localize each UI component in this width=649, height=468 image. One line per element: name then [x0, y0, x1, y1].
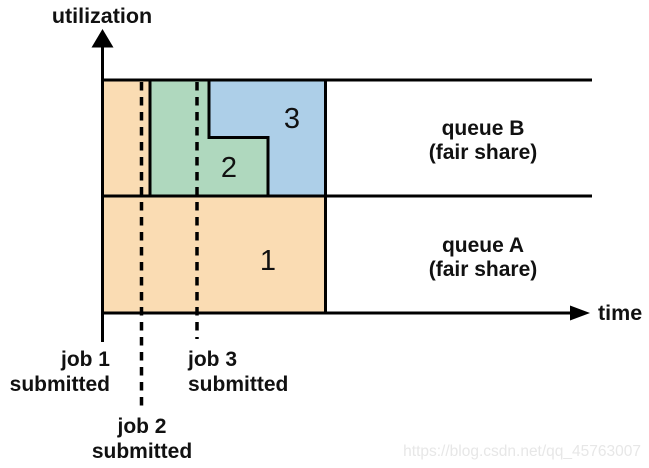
job2-region-label: 2: [221, 152, 237, 184]
job1-region-label: 1: [260, 245, 276, 277]
job1-submitted-label-line2: submitted: [10, 373, 110, 396]
job2-submitted-label-line2: submitted: [92, 440, 192, 463]
x-axis-label: time: [598, 301, 642, 325]
queue-a-name-label: queue A: [442, 234, 524, 257]
job3-submitted-label-line1: job 3: [187, 348, 237, 371]
queue-b-mode-label: (fair share): [429, 141, 538, 164]
job3-region-label: 3: [284, 103, 300, 135]
job3-submitted-label-line2: submitted: [188, 373, 288, 396]
y-axis-arrowhead-icon: [91, 29, 114, 48]
queue-a-mode-label: (fair share): [429, 258, 538, 281]
job1-submitted-label-line1: job 1: [60, 348, 110, 371]
y-axis-label: utilization: [52, 4, 152, 28]
queue-b-name-label: queue B: [442, 117, 525, 140]
watermark-text: https://blog.csdn.net/qq_45763007: [403, 443, 641, 460]
job1-region-queue-a: [101, 194, 327, 315]
x-axis-arrowhead-icon: [570, 305, 590, 321]
job2-submitted-label-line1: job 2: [116, 415, 166, 438]
